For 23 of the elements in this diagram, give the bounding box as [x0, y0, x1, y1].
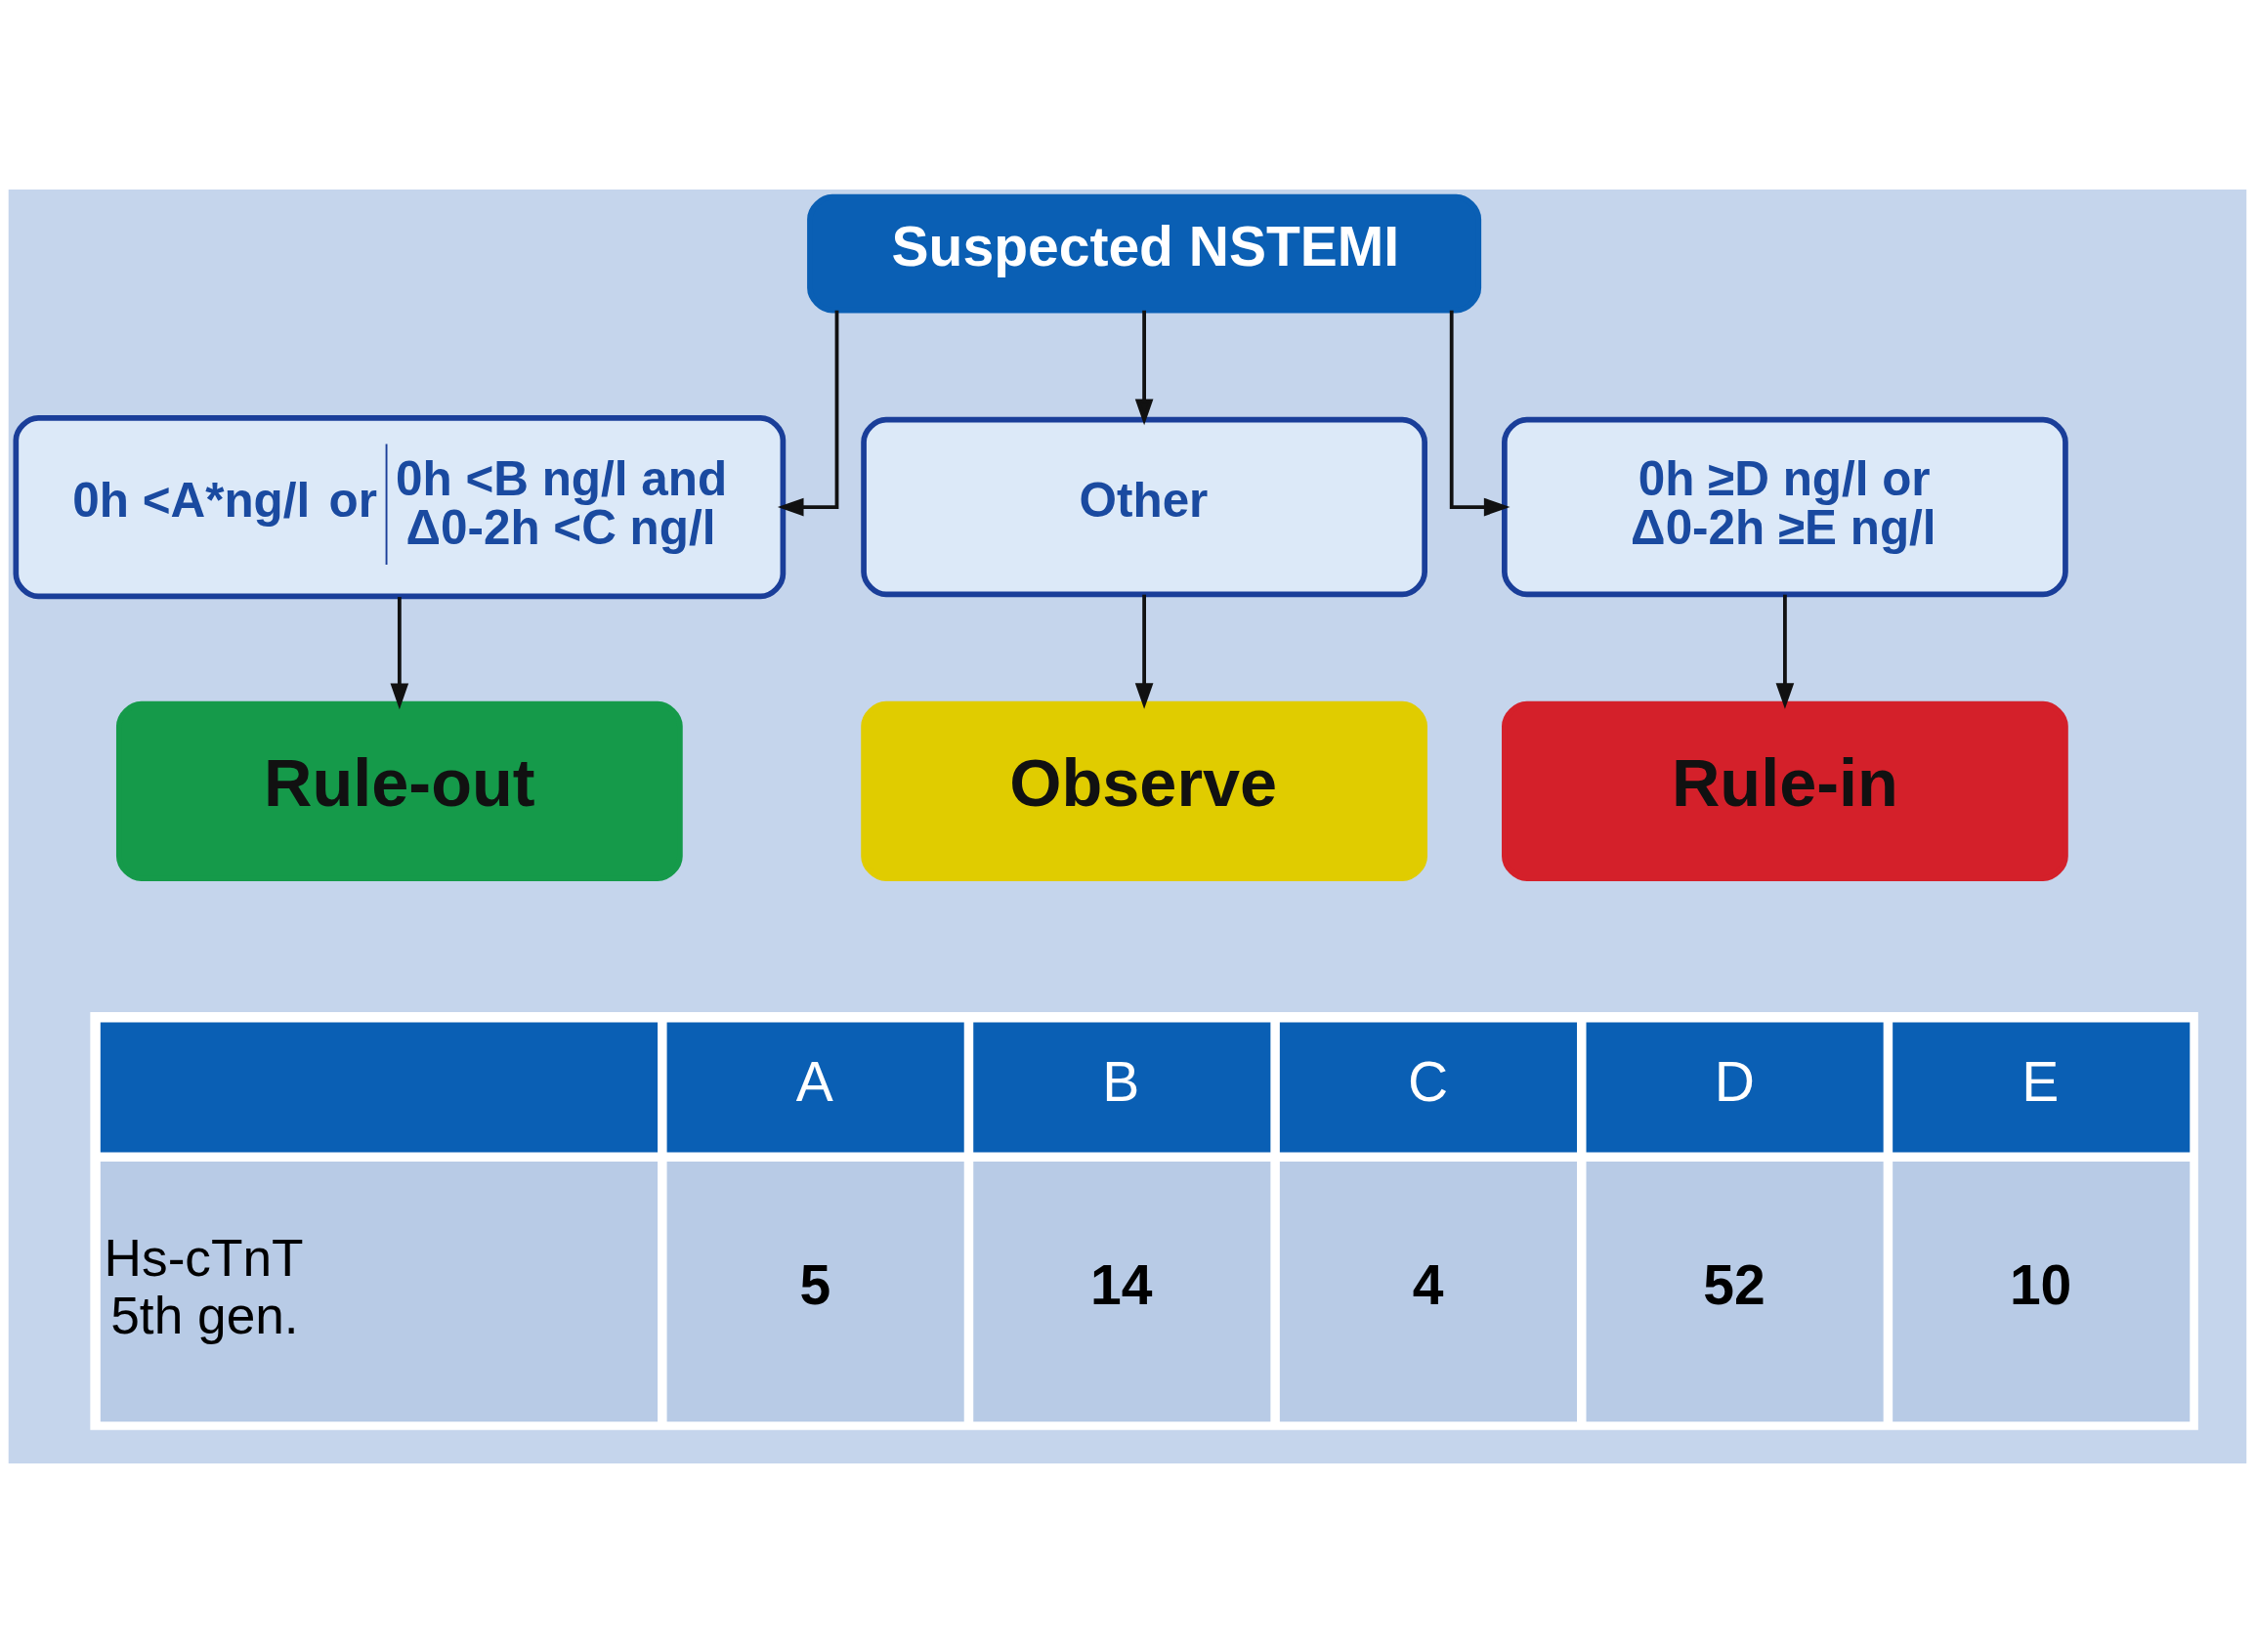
label: 14	[1089, 1252, 1153, 1316]
arrow	[1134, 310, 1154, 425]
arrow	[390, 596, 409, 709]
arrow	[777, 310, 839, 516]
arrow	[1449, 310, 1510, 516]
label: 5	[799, 1252, 831, 1316]
label: 4	[1412, 1252, 1444, 1316]
label: D	[1714, 1049, 1755, 1113]
label: C	[1408, 1049, 1449, 1113]
node-box: Suspected NSTEMI	[807, 193, 1482, 313]
node-box: Rule-in	[1502, 700, 2068, 881]
label: 10	[2009, 1252, 2072, 1316]
label: 52	[1703, 1252, 1766, 1316]
label: E	[2021, 1049, 2060, 1113]
label: B	[1102, 1049, 1140, 1113]
node-box: Observe	[861, 700, 1427, 881]
node-box: 0h ≥D ng/l or Δ0-2h ≥E ng/l	[1502, 416, 2068, 597]
arrow	[1134, 594, 1154, 709]
node-box: Other	[861, 416, 1427, 597]
node-box: Rule-out	[116, 700, 683, 881]
arrow	[1775, 594, 1795, 709]
label: A	[795, 1049, 833, 1113]
label: Hs-cTnT 5th gen.	[104, 1228, 304, 1344]
